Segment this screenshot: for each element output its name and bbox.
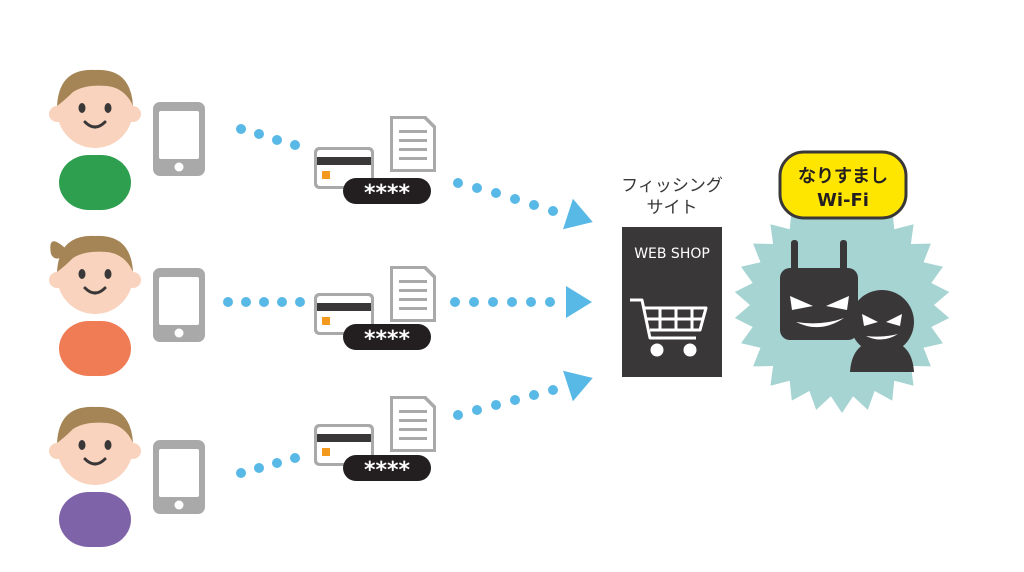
user-3 xyxy=(47,406,205,549)
arrow-1 xyxy=(563,198,598,238)
document-icon xyxy=(390,266,436,322)
smartphone-icon xyxy=(153,440,205,514)
credentials-bundle-1: **** xyxy=(314,116,436,206)
document-icon xyxy=(390,396,436,452)
hacker-icon xyxy=(850,290,914,372)
person-icon xyxy=(47,235,143,378)
person-icon xyxy=(47,406,143,549)
pin-mask: **** xyxy=(364,181,411,206)
shopping-cart-icon xyxy=(630,298,708,357)
web-shop-title: WEB SHOP xyxy=(634,246,710,262)
router-icon xyxy=(780,240,858,340)
credentials-bundle-3: **** xyxy=(314,396,436,483)
fake-wifi-burst xyxy=(734,197,950,413)
pin-mask: **** xyxy=(364,458,411,483)
fake-wifi-label-line2: Wi-Fi xyxy=(817,190,869,211)
arrow-2 xyxy=(566,286,592,318)
arrow-3 xyxy=(563,362,598,402)
document-icon xyxy=(390,116,436,172)
person-icon xyxy=(47,69,143,212)
credentials-bundle-2: **** xyxy=(314,266,436,352)
fake-wifi-badge: なりすまし Wi-Fi xyxy=(778,150,908,220)
phishing-site-label-line2: サイト xyxy=(647,198,698,218)
user-1 xyxy=(47,69,205,212)
smartphone-icon xyxy=(153,268,205,342)
data-flow-dots xyxy=(223,124,558,478)
web-shop-panel: WEB SHOP xyxy=(622,227,722,377)
fake-wifi-label-line1: なりすまし xyxy=(798,166,888,187)
smartphone-icon xyxy=(153,102,205,176)
pin-mask: **** xyxy=(364,327,411,352)
user-2 xyxy=(47,235,205,378)
phishing-site-label-line1: フィッシング xyxy=(621,176,723,196)
